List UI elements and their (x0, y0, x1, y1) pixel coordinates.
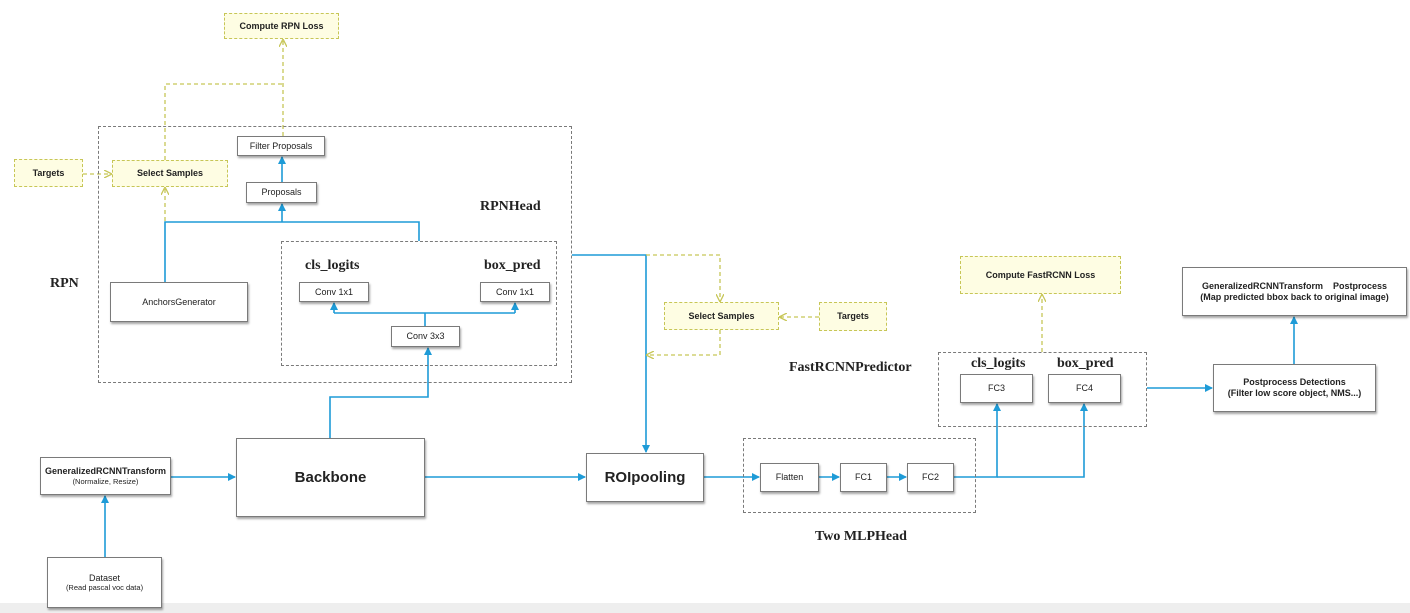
select-samples-fast-node: Select Samples (664, 302, 779, 330)
filter-proposals-node: Filter Proposals (237, 136, 325, 156)
fast-box-pred-label: box_pred (1057, 356, 1114, 371)
edge-select-fast-to-roi (647, 330, 721, 355)
rpn-group (98, 126, 572, 383)
dataset-node: Dataset (Read pascal voc data) (47, 557, 162, 608)
postprocess-detections-subtitle: (Filter low score object, NMS...) (1227, 388, 1362, 398)
anchors-generator-node: AnchorsGenerator (110, 282, 248, 322)
edge-conv3x3-to-conv-split (334, 312, 515, 326)
postprocess-transform-subtitle: (Map predicted bbox back to original ima… (1200, 291, 1389, 302)
fast-cls-logits-label: cls_logits (971, 356, 1026, 371)
generalized-rcnn-transform-node: GeneralizedRCNNTransform (Normalize, Res… (40, 457, 171, 495)
edge-rpnhead-to-proposals (164, 221, 420, 282)
dataset-title: Dataset (88, 572, 121, 583)
rpn-label: RPN (50, 276, 79, 291)
edge-rpn-to-select-fast (646, 254, 720, 301)
fc3-node: FC3 (960, 374, 1033, 403)
select-samples-rpn-node: Select Samples (112, 160, 228, 187)
rpnhead-group (281, 241, 557, 366)
targets-rpn-node: Targets (14, 159, 83, 187)
postprocess-detections-title: Postprocess Detections (1243, 377, 1346, 388)
edge-fc2-to-fc4 (997, 403, 1088, 478)
targets-fast-node: Targets (819, 302, 887, 331)
conv1x1-cls-node: Conv 1x1 (299, 282, 369, 302)
fc2-node: FC2 (907, 463, 954, 492)
edge-backbone-to-conv3x3 (329, 347, 432, 438)
fastrcnn-predictor-group (938, 352, 1147, 427)
postprocess-transform-title: GeneralizedRCNNTransform Postprocess (1201, 280, 1388, 291)
flatten-node: Flatten (760, 463, 819, 492)
two-mlphead-group (743, 438, 976, 513)
conv3x3-node: Conv 3x3 (391, 326, 460, 347)
proposals-node: Proposals (246, 182, 317, 203)
backbone-node: Backbone (236, 438, 425, 517)
compute-rpn-loss-node: Compute RPN Loss (224, 13, 339, 39)
dataset-subtitle: (Read pascal voc data) (65, 583, 144, 593)
postprocess-detections-node: Postprocess Detections (Filter low score… (1213, 364, 1376, 412)
compute-fastrcnn-loss-node: Compute FastRCNN Loss (960, 256, 1121, 294)
page-bottom-edge (0, 603, 1410, 613)
rpn-cls-logits-label: cls_logits (305, 258, 360, 273)
transform-title: GeneralizedRCNNTransform (44, 466, 167, 477)
rpnhead-label: RPNHead (480, 199, 541, 214)
conv1x1-box-node: Conv 1x1 (480, 282, 550, 302)
roipooling-node: ROIpooling (586, 453, 704, 502)
transform-subtitle: (Normalize, Resize) (72, 476, 139, 486)
postprocess-transform-node: GeneralizedRCNNTransform Postprocess (Ma… (1182, 267, 1407, 316)
fastrcnn-predictor-label: FastRCNNPredictor (789, 360, 912, 375)
fc4-node: FC4 (1048, 374, 1121, 403)
edge-select-rpn-to-loss (164, 83, 283, 160)
rpn-box-pred-label: box_pred (484, 258, 541, 273)
two-mlphead-label: Two MLPHead (815, 529, 907, 544)
edge-rpn-to-roipooling (572, 254, 650, 453)
fc1-node: FC1 (840, 463, 887, 492)
